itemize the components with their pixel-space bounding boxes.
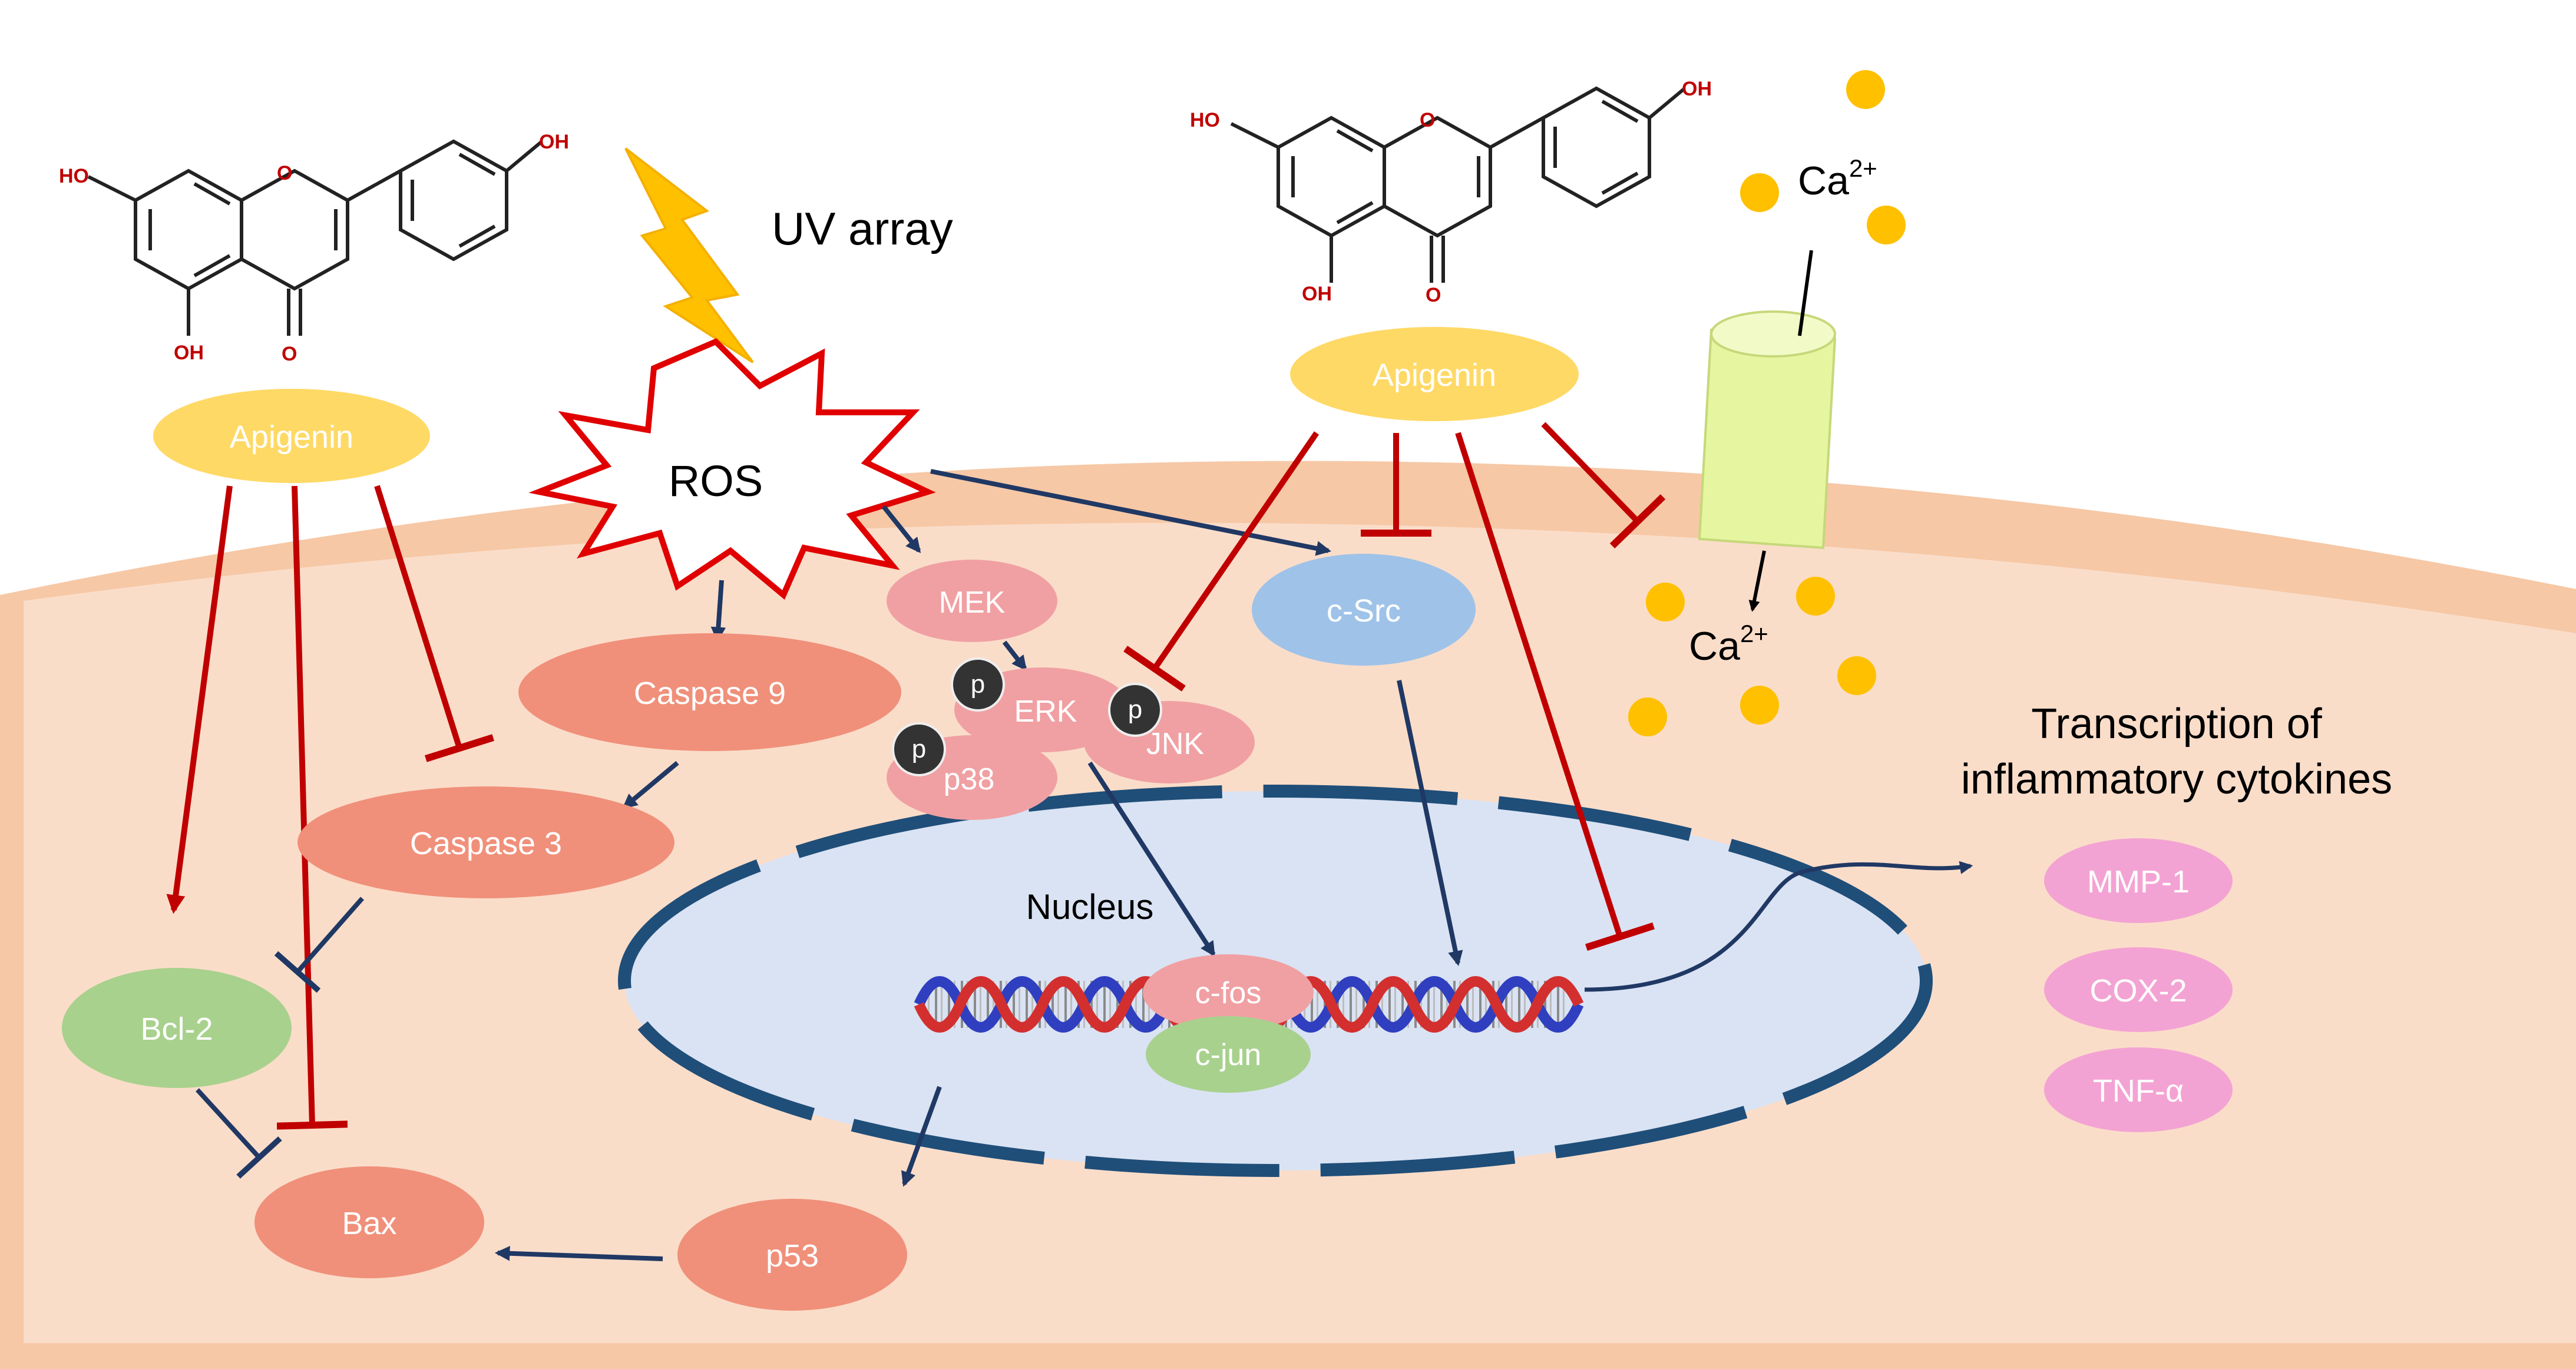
apigenin-inhibits-transcription-line xyxy=(1455,432,1655,951)
calcium-ion-dot xyxy=(1628,697,1667,736)
cytokine-label: TNF-α xyxy=(2093,1073,2184,1109)
calcium-influx-arrow xyxy=(1748,550,1766,612)
left-oh-bottom-label: OH xyxy=(174,342,204,364)
right-ho-label: HO xyxy=(1190,109,1220,131)
bax-node: Bax xyxy=(254,1166,484,1278)
cytokine-label: MMP-1 xyxy=(2087,864,2190,900)
p53-node: p53 xyxy=(677,1199,907,1311)
nucleus-label: Nucleus xyxy=(1026,887,1154,927)
bcl2-inhibits-bax-line xyxy=(196,1088,282,1179)
apigenin-right-node: Apigenin xyxy=(1290,327,1579,421)
cytokine-label: COX-2 xyxy=(2089,973,2187,1008)
phospho-label-jnk: p xyxy=(1128,695,1142,724)
calcium-ion-dot xyxy=(1796,577,1835,616)
apigenin-right-label: Apigenin xyxy=(1373,358,1496,393)
apigenin-inhibits-erk-line xyxy=(1123,431,1320,692)
csrc-label: c-Src xyxy=(1327,593,1401,629)
calcium-ion-dot xyxy=(1846,70,1885,109)
phospho-badge-jnk: p xyxy=(1108,683,1162,737)
caspase3-node: Caspase 3 xyxy=(297,786,674,898)
bcl2-node: Bcl-2 xyxy=(62,968,292,1088)
calcium-dots-outside xyxy=(1740,70,1906,244)
cytokine-mmp1-node: MMP-1 xyxy=(2044,838,2233,923)
transcription-title-line1: Transcription of xyxy=(2031,700,2323,748)
cfos-label: c-fos xyxy=(1195,976,1262,1010)
left-ring-o-label: O xyxy=(277,162,292,184)
apigenin-inhibits-calcium-channel-line xyxy=(1541,422,1666,549)
ros-to-csrc-arrow xyxy=(930,469,1332,556)
jnk-label: JNK xyxy=(1146,727,1205,761)
ros-to-caspase9-arrow xyxy=(710,580,726,643)
uv-label: UV array xyxy=(772,203,953,254)
cytokine-cox2-node: COX-2 xyxy=(2044,947,2233,1032)
caspase9-node: Caspase 9 xyxy=(518,633,901,751)
p53-label: p53 xyxy=(766,1238,819,1274)
phospho-label-erk: p xyxy=(971,670,985,699)
right-oh-bottom-label: OH xyxy=(1302,283,1332,305)
left-ho-label: HO xyxy=(59,165,89,187)
calcium-label-inside: Ca2+ xyxy=(1689,620,1768,669)
p38-label: p38 xyxy=(944,762,995,796)
ros-label: ROS xyxy=(669,457,763,505)
phospho-badge-p38: p xyxy=(892,722,946,776)
ros-burst-icon xyxy=(528,338,936,600)
cjun-node: c-jun xyxy=(1146,1016,1311,1093)
transcription-output-arrow xyxy=(1584,861,1973,992)
apigenin-structure-left xyxy=(87,139,543,336)
calcium-ion-dot xyxy=(1646,583,1685,621)
left-carbonyl-o-label: O xyxy=(282,343,297,365)
right-carbonyl-o-label: O xyxy=(1426,284,1441,306)
cfos-node: c-fos xyxy=(1143,954,1314,1031)
calcium-label-outside: Ca2+ xyxy=(1798,154,1877,203)
mek-node: MEK xyxy=(887,560,1057,642)
apigenin-structure-right xyxy=(1230,86,1686,283)
calcium-channel-entry-line xyxy=(1798,250,1813,336)
csrc-node: c-Src xyxy=(1252,554,1476,666)
calcium-ion-dot xyxy=(1837,656,1876,695)
ros-to-mek-arrow xyxy=(881,505,921,553)
calcium-ion-dot xyxy=(1740,173,1779,212)
calcium-ion-dot xyxy=(1740,686,1779,725)
p53-to-bax-arrow xyxy=(494,1245,663,1261)
caspase3-inhibits-bcl2-line xyxy=(274,897,365,993)
apigenin-inhibits-caspase3-line xyxy=(374,485,495,762)
mek-label: MEK xyxy=(939,586,1006,620)
left-oh-top-label: OH xyxy=(539,131,569,153)
right-oh-top-label: OH xyxy=(1682,78,1712,100)
right-ring-o-label: O xyxy=(1420,109,1435,131)
dna-to-p53-arrow xyxy=(901,1086,942,1187)
transcription-title-line2: inflammatory cytokines xyxy=(1961,756,2392,803)
apigenin-left-node: Apigenin xyxy=(153,389,430,483)
phospho-badge-erk: p xyxy=(951,657,1005,712)
calcium-dots-inside xyxy=(1628,577,1876,736)
cytokine-tnfa-node: TNF-α xyxy=(2044,1047,2233,1132)
mapk-to-cfos-arrow xyxy=(1087,761,1216,957)
caspase9-to-caspase3-arrow xyxy=(622,760,679,809)
apigenin-activates-bcl2-arrow xyxy=(166,485,233,914)
phospho-label-p38: p xyxy=(912,735,926,763)
mek-to-erk-arrow xyxy=(1002,640,1027,672)
calcium-ion-dot xyxy=(1867,206,1906,244)
bax-label: Bax xyxy=(342,1206,396,1241)
caspase3-label: Caspase 3 xyxy=(410,826,562,861)
apigenin-left-label: Apigenin xyxy=(230,419,353,455)
apigenin-inhibits-bax-line xyxy=(276,485,348,1130)
bcl2-label: Bcl-2 xyxy=(140,1011,213,1047)
csrc-to-dna-arrow xyxy=(1397,680,1463,967)
pathway-edges xyxy=(166,422,1973,1261)
lightning-icon xyxy=(624,147,754,363)
calcium-channel xyxy=(1698,310,1837,550)
cjun-label: c-jun xyxy=(1195,1038,1262,1072)
erk-label: ERK xyxy=(1014,695,1077,729)
caspase9-label: Caspase 9 xyxy=(634,676,786,711)
